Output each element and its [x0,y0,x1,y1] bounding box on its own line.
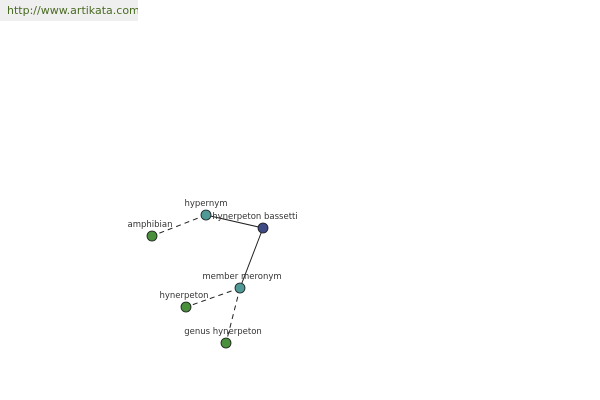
edge-hypernym-to-amphibian [151,214,207,237]
edges-layer [151,214,264,344]
site-url-banner[interactable]: http://www.artikata.com [0,0,138,21]
node-amphibian[interactable]: amphibian [128,220,173,242]
node-hypernym[interactable]: hypernym [184,199,228,221]
node-amphibian-label[interactable]: amphibian [128,220,173,230]
node-genus-hynerpeton[interactable]: genus hynerpeton [184,327,262,349]
edge-focus-to-member-meronym [239,227,264,289]
node-hypernym-dot[interactable] [200,209,212,221]
edge-member-meronym-to-hynerpeton [185,287,241,308]
node-focus-dot[interactable] [257,222,269,234]
node-member-meronym-dot[interactable] [234,282,246,294]
node-focus[interactable]: hynerpeton bassetti [212,212,298,234]
node-amphibian-dot[interactable] [146,230,158,242]
edge-focus-to-hypernym [205,214,264,229]
nodes-layer: hynerpeton bassetti hypernym amphibian memb… [128,199,298,349]
node-genus-hynerpeton-dot[interactable] [220,337,232,349]
site-url-text[interactable]: http://www.artikata.com [7,4,138,17]
node-hynerpeton-dot[interactable] [180,301,192,313]
node-focus-label[interactable]: hynerpeton bassetti [212,212,298,222]
node-hynerpeton[interactable]: hynerpeton [159,291,209,313]
node-member-meronym[interactable]: member meronym [202,272,282,294]
node-member-meronym-label[interactable]: member meronym [202,272,281,282]
node-genus-hynerpeton-label[interactable]: genus hynerpeton [184,327,262,337]
node-hynerpeton-label[interactable]: hynerpeton [159,291,208,301]
edge-member-meronym-to-genus-hynerpeton [225,287,241,344]
node-hypernym-label[interactable]: hypernym [184,199,227,209]
